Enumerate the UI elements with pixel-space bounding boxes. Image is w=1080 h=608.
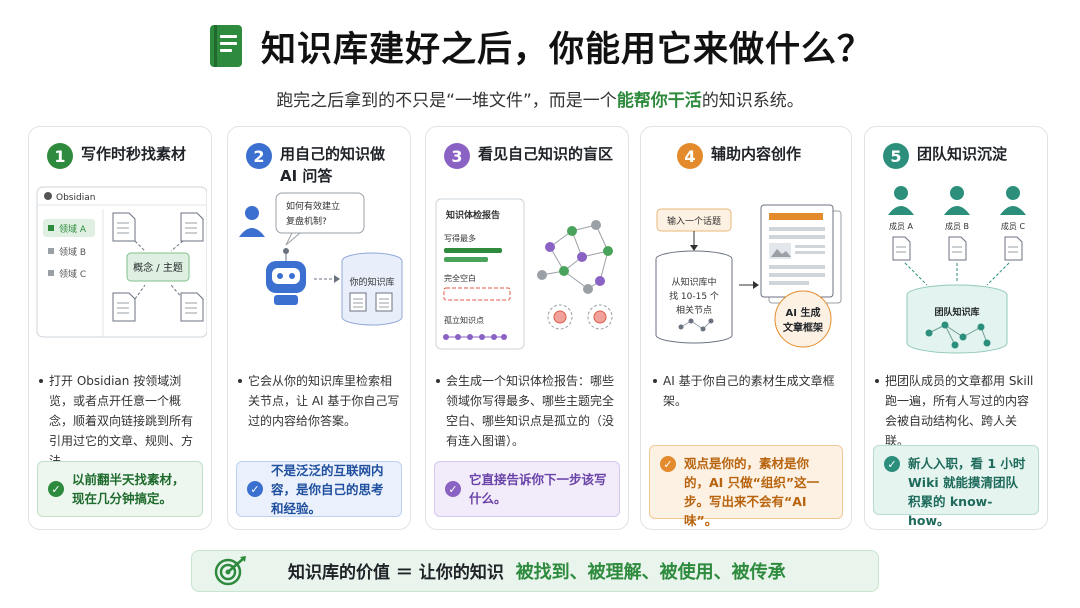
card-description: 把团队成员的文章都用 Skill 跑一遍，所有人写过的内容会被自动结构化、跨人关… xyxy=(875,371,1039,451)
step-number: 2 xyxy=(246,143,272,169)
card-title: 用自己的知识做 AI 问答 xyxy=(280,145,386,185)
svg-text:成员 C: 成员 C xyxy=(1001,221,1026,231)
check-icon: ✓ xyxy=(445,481,461,497)
callout-box: ✓ 不是泛泛的互联网内容，是你自己的思考和经验。 xyxy=(236,461,402,517)
page-title: 知识库建好之后，你能用它来做什么？ xyxy=(260,29,873,70)
svg-text:领域 A: 领域 A xyxy=(59,223,87,235)
value-banner: 知识库的价值 ＝ 让你的知识 被找到、被理解、被使用、被传承 xyxy=(191,550,879,592)
card-4: 4 辅助内容创作 输入一个话题 从知识库中 找 10-15 个 相关节点 AI … xyxy=(640,126,852,530)
step-number: 1 xyxy=(47,143,73,169)
svg-text:你的知识库: 你的知识库 xyxy=(349,276,394,288)
svg-text:找 10-15 个: 找 10-15 个 xyxy=(669,290,719,302)
check-icon: ✓ xyxy=(48,481,64,497)
header: 知识库建好之后，你能用它来做什么？ xyxy=(0,18,1080,74)
svg-text:团队知识库: 团队知识库 xyxy=(934,306,979,318)
check-icon: ✓ xyxy=(884,456,900,472)
content-creation-illustration: 输入一个话题 从知识库中 找 10-15 个 相关节点 AI 生成 文章框架 xyxy=(655,204,842,348)
team-knowledge-illustration: 成员 A 成员 B 成员 C 团队知识库 xyxy=(888,186,1026,354)
page-subtitle: 跑完之后拿到的不只是“一堆文件”，而是一个能帮你干活的知识系统。 xyxy=(276,91,804,111)
svg-text:写得最多: 写得最多 xyxy=(444,233,476,243)
svg-text:成员 B: 成员 B xyxy=(945,221,969,231)
card-title: 写作时秒找素材 xyxy=(81,145,187,163)
subtitle-highlight: 能帮你干活 xyxy=(616,91,702,111)
svg-text:相关节点: 相关节点 xyxy=(676,304,712,316)
step-number: 4 xyxy=(677,143,703,169)
card-5: 5 团队知识沉淀 成员 A 成员 B 成员 C 团队知识库 把团队成员的文章都用… xyxy=(864,126,1048,530)
card-title: 看见自己知识的盲区 xyxy=(478,145,614,163)
obsidian-illustration: Obsidian 领域 A 领域 B 领域 C 概念 / 主题 xyxy=(36,186,207,338)
step-number: 3 xyxy=(444,143,470,169)
svg-text:概念 / 主题: 概念 / 主题 xyxy=(133,261,183,274)
step-number: 5 xyxy=(883,143,909,169)
card-description: 打开 Obsidian 按领域浏览，或者点开任意一个概念，顺着双向链接跳到所有引… xyxy=(39,371,203,471)
book-icon xyxy=(209,25,242,67)
svg-text:从知识库中: 从知识库中 xyxy=(671,276,716,288)
svg-text:完全空白: 完全空白 xyxy=(444,273,476,283)
value-statement: 知识库的价值 ＝ 让你的知识 被找到、被理解、被使用、被传承 xyxy=(288,562,786,583)
value-accent: 被找到、被理解、被使用、被传承 xyxy=(515,562,786,583)
callout-box: ✓ 以前翻半天找素材，现在几分钟搞定。 xyxy=(37,461,203,517)
callout-box: ✓ 新人入职，看 1 小时 Wiki 就能摸清团队积累的 know-how。 xyxy=(873,445,1039,528)
knowledge-report-illustration: 知识体检报告 写得最多 完全空白 孤立知识点 xyxy=(435,198,613,350)
ai-qa-illustration: 如何有效建立 复盘机制? 你的知识库 xyxy=(239,192,403,326)
check-icon: ✓ xyxy=(247,481,263,497)
svg-text:输入一个话题: 输入一个话题 xyxy=(667,215,721,227)
card-title: 团队知识沉淀 xyxy=(917,145,1008,163)
svg-text:领域 B: 领域 B xyxy=(59,246,86,258)
check-icon: ✓ xyxy=(660,456,676,472)
svg-text:AI 生成: AI 生成 xyxy=(786,306,821,319)
card-description: 会生成一个知识体检报告：哪些领域你写得最多、哪些主题完全空白、哪些知识点是孤立的… xyxy=(436,371,620,451)
svg-text:文章框架: 文章框架 xyxy=(783,321,823,334)
card-2: 2 用自己的知识做 AI 问答 如何有效建立 复盘机制? 你的知识库 它会从你的… xyxy=(227,126,411,530)
svg-text:如何有效建立: 如何有效建立 xyxy=(286,200,340,212)
svg-text:领域 C: 领域 C xyxy=(59,268,86,280)
svg-text:复盘机制?: 复盘机制? xyxy=(286,215,327,227)
svg-text:知识体检报告: 知识体检报告 xyxy=(445,209,500,221)
svg-text:成员 A: 成员 A xyxy=(889,221,914,231)
card-1: 1 写作时秒找素材 Obsidian 领域 A 领域 B 领域 C 概念 xyxy=(28,126,212,530)
svg-text:Obsidian: Obsidian xyxy=(56,193,95,203)
callout-box: ✓ 观点是你的，素材是你的，AI 只做“组织”这一步。写出来不会有“AI 味”。 xyxy=(649,445,843,528)
svg-text:孤立知识点: 孤立知识点 xyxy=(444,315,484,325)
card-description: 它会从你的知识库里检索相关节点，让 AI 基于你自己写过的内容给你答案。 xyxy=(238,371,402,431)
card-description: AI 基于你自己的素材生成文章框架。 xyxy=(653,371,843,411)
card-3: 3 看见自己知识的盲区 知识体检报告 写得最多 完全空白 孤立知识点 会 xyxy=(425,126,629,530)
callout-box: ✓ 它直接告诉你下一步该写什么。 xyxy=(434,461,620,517)
target-icon xyxy=(214,556,246,586)
card-title: 辅助内容创作 xyxy=(711,145,802,163)
